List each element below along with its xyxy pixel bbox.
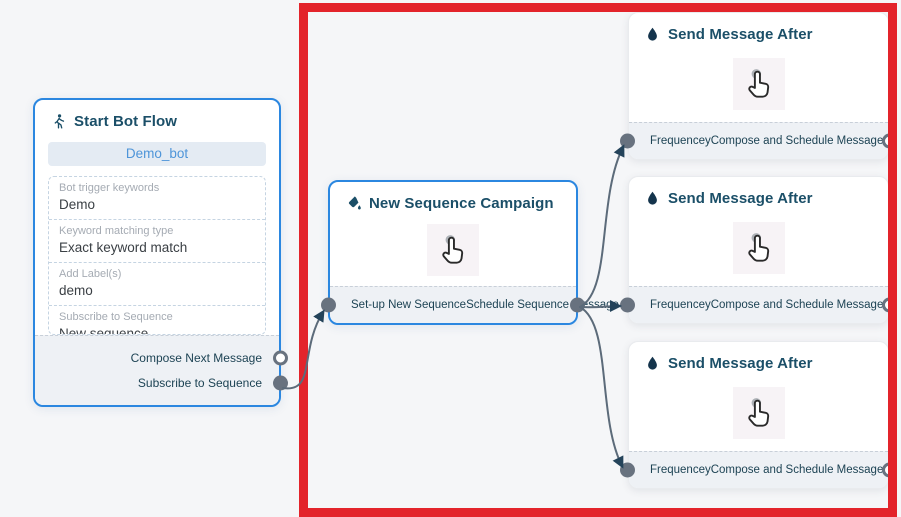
output-row-compose-next-message: Compose Next Message	[35, 345, 288, 370]
output-label: Compose and Schedule Message	[710, 299, 884, 311]
bot-name-button[interactable]: Demo_bot	[48, 142, 266, 166]
input-handle-frequencey[interactable]	[620, 462, 635, 478]
field-value: demo	[59, 282, 93, 298]
node-title: Start Bot Flow	[74, 113, 178, 130]
node-title: Send Message After	[668, 355, 813, 372]
paint-bucket-icon	[345, 195, 362, 212]
field-subscribe-to-sequence[interactable]: Subscribe to Sequence New sequence	[49, 304, 265, 335]
node-title: New Sequence Campaign	[369, 195, 554, 212]
field-label: Keyword matching type	[59, 224, 174, 237]
field-value: Exact keyword match	[59, 239, 188, 255]
edge-campaign-to-send-3	[579, 306, 624, 469]
droplet-icon	[644, 190, 661, 207]
input-label: Set-up New Sequence	[351, 299, 467, 311]
droplet-icon	[644, 26, 661, 43]
field-keyword-matching-type[interactable]: Keyword matching type Exact keyword matc…	[49, 218, 265, 262]
node-start-bot-flow[interactable]: Start Bot Flow Demo_bot Bot trigger keyw…	[33, 98, 288, 407]
hand-cursor-icon[interactable]	[732, 221, 785, 274]
field-bot-trigger-keywords[interactable]: Bot trigger keywords Demo	[49, 177, 265, 219]
output-label: Compose and Schedule Message	[710, 464, 884, 476]
start-node-outputs: Compose Next Message Subscribe to Sequen…	[35, 335, 288, 405]
input-handle-frequencey[interactable]	[620, 297, 635, 313]
field-value: Demo	[59, 196, 96, 212]
field-list: Bot trigger keywords Demo Keyword matchi…	[48, 175, 266, 335]
input-label: Frequencey	[650, 299, 711, 311]
campaign-node-ports: Set-up New Sequence Schedule Sequence Me…	[321, 286, 619, 323]
droplet-icon	[644, 355, 661, 372]
output-handle-subscribe-to-sequence[interactable]	[273, 375, 288, 390]
hand-cursor-icon[interactable]	[732, 386, 785, 439]
output-handle-schedule-sequence-message[interactable]	[570, 297, 585, 313]
output-label: Schedule Sequence Message	[466, 299, 619, 311]
output-handle-compose-and-schedule[interactable]	[882, 133, 897, 149]
input-label: Frequencey	[650, 135, 711, 147]
node-send-message-after-1[interactable]: Send Message After Frequencey Compose an…	[620, 12, 897, 160]
input-label: Frequencey	[650, 464, 711, 476]
walking-person-icon	[50, 113, 67, 130]
node-new-sequence-campaign[interactable]: New Sequence Campaign Set-up New Sequenc…	[321, 180, 619, 325]
node-send-message-after-3[interactable]: Send Message After Frequencey Compose an…	[620, 341, 897, 489]
output-label: Compose and Schedule Message	[710, 135, 884, 147]
input-handle-frequencey[interactable]	[620, 133, 635, 149]
input-handle-setup-new-sequence[interactable]	[321, 297, 336, 313]
output-row-subscribe-to-sequence: Subscribe to Sequence	[35, 370, 288, 395]
edge-campaign-to-send-1	[579, 144, 625, 308]
field-add-labels[interactable]: Add Label(s) demo	[49, 261, 265, 305]
output-label: Subscribe to Sequence	[137, 375, 262, 390]
node-title: Send Message After	[668, 190, 813, 207]
send-node-ports: Frequencey Compose and Schedule Message	[620, 122, 897, 159]
field-label: Bot trigger keywords	[59, 181, 160, 194]
send-node-ports: Frequencey Compose and Schedule Message	[620, 286, 897, 323]
field-value: New sequence	[59, 325, 149, 335]
output-handle-compose-next-message[interactable]	[273, 350, 288, 365]
field-label: Add Label(s)	[59, 267, 122, 280]
output-handle-compose-and-schedule[interactable]	[882, 462, 897, 478]
field-label: Subscribe to Sequence	[59, 310, 173, 323]
output-label: Compose Next Message	[130, 350, 262, 365]
hand-cursor-icon[interactable]	[427, 224, 479, 276]
edge-start-to-campaign	[282, 309, 325, 390]
hand-cursor-icon[interactable]	[732, 57, 785, 110]
node-send-message-after-2[interactable]: Send Message After Frequencey Compose an…	[620, 176, 897, 324]
send-node-ports: Frequencey Compose and Schedule Message	[620, 451, 897, 488]
node-title: Send Message After	[668, 26, 813, 43]
output-handle-compose-and-schedule[interactable]	[882, 297, 897, 313]
